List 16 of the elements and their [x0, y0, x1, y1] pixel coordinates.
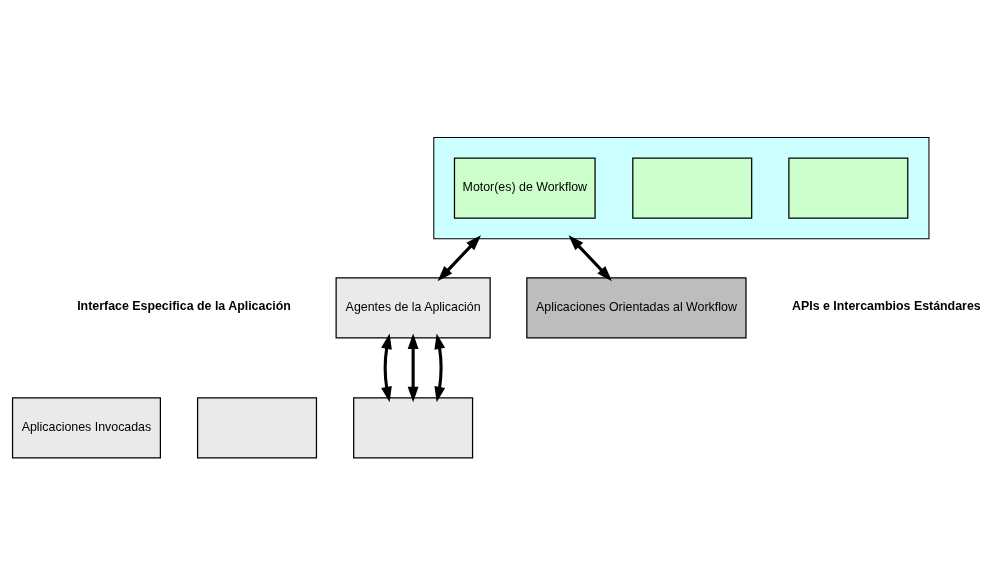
cluster [433, 136, 930, 240]
arrow [407, 333, 419, 403]
node-box: Agentes de la Aplicación [335, 277, 491, 339]
node-box: Aplicaciones Orientadas al Workflow [526, 277, 747, 339]
node-box [353, 397, 474, 459]
arrow [434, 333, 446, 403]
node-box [197, 397, 318, 459]
node-box: Aplicaciones Invocadas [11, 397, 161, 459]
node-box: Motor(es) de Workflow [453, 157, 596, 219]
node-box [788, 157, 909, 219]
arrow [568, 235, 612, 282]
label: APIs e Intercambios Estándares [792, 299, 981, 314]
arrow [381, 333, 392, 403]
node-box [632, 157, 753, 219]
label: Interface Especifica de la Aplicación [77, 299, 291, 314]
arrow [437, 235, 481, 282]
